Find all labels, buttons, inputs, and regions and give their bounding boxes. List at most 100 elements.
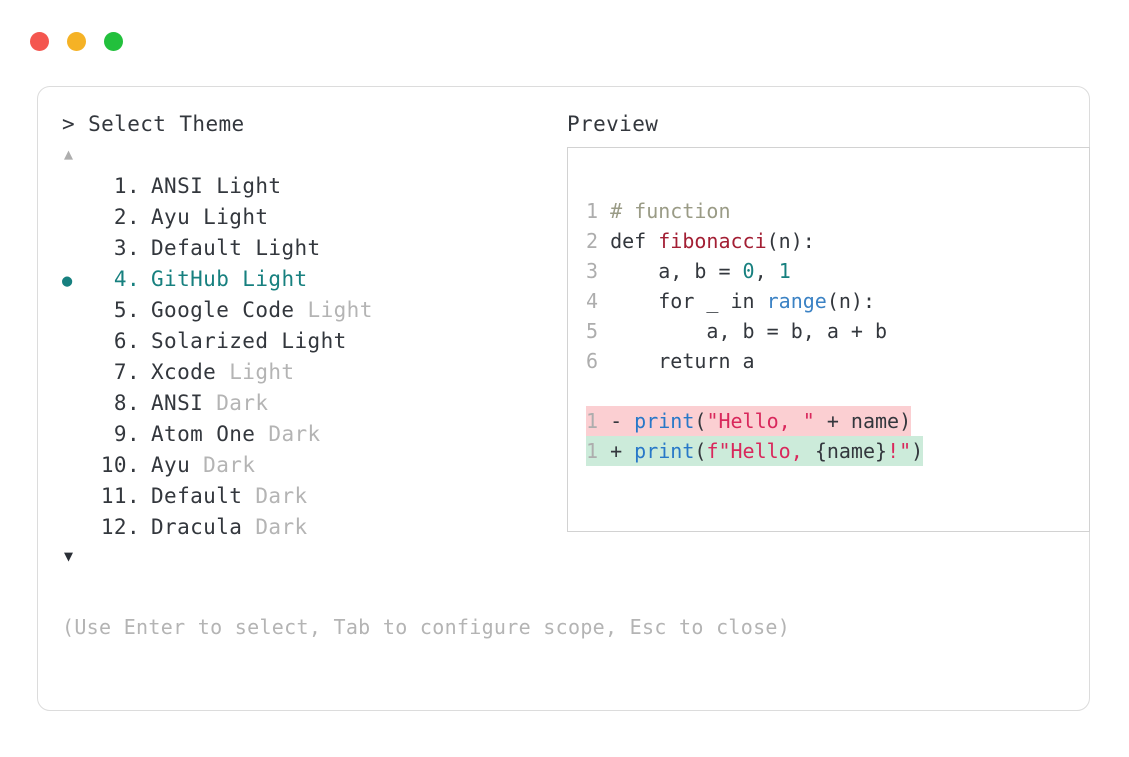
code-token-comment: # function xyxy=(598,199,731,223)
theme-item-index: 1. xyxy=(100,174,140,198)
theme-item-name: ANSI xyxy=(151,391,204,415)
theme-list: 1. ANSI Light 2. Ayu Light 3. Default Light… xyxy=(62,171,542,543)
code-token-plain: {name} xyxy=(814,439,888,463)
theme-item-variant: Light xyxy=(203,174,282,198)
page-title: > Select Theme xyxy=(62,112,245,136)
code-token-plain: ( xyxy=(694,409,707,433)
code-token-plain: (n): xyxy=(766,229,815,253)
line-number: 1 xyxy=(586,199,599,223)
code-token-plain: for _ in xyxy=(598,289,767,313)
window-traffic-lights xyxy=(30,32,123,51)
theme-list-item[interactable]: 12. Dracula Dark xyxy=(62,512,542,543)
code-token-plain: (n): xyxy=(826,289,876,313)
theme-list-item[interactable]: 6. Solarized Light xyxy=(62,326,542,357)
line-number: 6 xyxy=(586,349,599,373)
theme-item-variant: Dark xyxy=(255,422,321,446)
theme-item-name: Solarized xyxy=(151,329,269,353)
code-token-plain: a, b = b, a + b xyxy=(598,319,888,343)
code-line: 5 a, b = b, a + b xyxy=(586,316,887,346)
theme-item-name: Default xyxy=(151,236,243,260)
theme-item-variant: Light xyxy=(190,205,269,229)
line-number: 3 xyxy=(586,259,599,283)
code-token-plain: + xyxy=(598,439,635,463)
line-number: 1 xyxy=(586,439,599,463)
panel-columns: > Select Theme ▲ 1. ANSI Light 2. Ayu Ligh… xyxy=(62,111,1090,581)
theme-item-index: 8. xyxy=(100,391,140,415)
code-blank-line xyxy=(586,376,1089,406)
theme-item-index: 4. xyxy=(100,267,140,291)
maximize-button[interactable] xyxy=(104,32,123,51)
code-line: 1 # function xyxy=(586,196,731,226)
theme-item-index: 12. xyxy=(100,515,140,539)
close-button[interactable] xyxy=(30,32,49,51)
theme-item-index: 3. xyxy=(100,236,140,260)
line-number: 5 xyxy=(586,319,599,343)
code-line: 2 def fibonacci(n): xyxy=(586,226,815,256)
code-token-kw: def xyxy=(598,229,659,253)
code-token-num: 0 xyxy=(742,259,755,283)
theme-item-variant: Dark xyxy=(190,453,256,477)
scroll-down-arrow-icon[interactable]: ▼ xyxy=(64,547,74,565)
code-line: 6 return a xyxy=(586,346,755,376)
theme-item-name: Atom One xyxy=(151,422,256,446)
theme-item-index: 7. xyxy=(100,360,140,384)
code-token-str: !" xyxy=(887,439,912,463)
theme-item-variant: Light xyxy=(229,267,308,291)
theme-item-index: 11. xyxy=(100,484,140,508)
theme-item-name: Dracula xyxy=(151,515,243,539)
code-token-num: 1 xyxy=(778,259,791,283)
theme-item-variant: Light xyxy=(268,329,347,353)
scroll-up-arrow-icon[interactable]: ▲ xyxy=(64,145,74,163)
keyboard-hint: (Use Enter to select, Tab to configure s… xyxy=(62,615,791,639)
theme-item-variant: Light xyxy=(216,360,295,384)
theme-item-variant: Dark xyxy=(242,484,308,508)
theme-item-index: 2. xyxy=(100,205,140,229)
theme-item-variant: Light xyxy=(294,298,373,322)
code-line: 4 for _ in range(n): xyxy=(586,286,875,316)
theme-list-item[interactable]: 1. ANSI Light xyxy=(62,171,542,202)
theme-item-variant: Dark xyxy=(242,515,308,539)
code-line: 3 a, b = 0, 1 xyxy=(586,256,791,286)
theme-item-name: Google Code xyxy=(151,298,295,322)
minimize-button[interactable] xyxy=(67,32,86,51)
theme-selector-column: > Select Theme ▲ 1. ANSI Light 2. Ayu Ligh… xyxy=(62,111,542,567)
code-token-str: f"Hello, xyxy=(706,439,815,463)
theme-list-item[interactable]: 5. Google Code Light xyxy=(62,295,542,326)
code-token-plain: a, b = xyxy=(598,259,743,283)
code-token-str: "Hello, " xyxy=(706,409,815,433)
diff-line-del: 1 - print("Hello, " + name) xyxy=(586,406,912,436)
line-number: 1 xyxy=(586,409,599,433)
theme-list-item[interactable]: 3. Default Light xyxy=(62,233,542,264)
theme-item-index: 6. xyxy=(100,329,140,353)
theme-list-item[interactable]: 8. ANSI Dark xyxy=(62,388,542,419)
theme-item-index: 10. xyxy=(100,453,140,477)
code-token-call: print xyxy=(634,439,695,463)
theme-list-item[interactable]: ● 4.GitHub Light xyxy=(62,264,542,295)
theme-item-name: Ayu xyxy=(151,205,191,229)
code-token-plain: + name) xyxy=(814,409,912,433)
theme-picker-panel: > Select Theme ▲ 1. ANSI Light 2. Ayu Ligh… xyxy=(37,86,1090,711)
code-token-fn: fibonacci xyxy=(658,229,767,253)
code-token-plain: - xyxy=(598,409,635,433)
theme-item-index: 5. xyxy=(100,298,140,322)
code-token-plain: ) xyxy=(911,439,924,463)
theme-list-item[interactable]: 11. Default Dark xyxy=(62,481,542,512)
theme-item-name: Default xyxy=(151,484,243,508)
theme-list-item[interactable]: 2. Ayu Light xyxy=(62,202,542,233)
theme-list-item[interactable]: 7.Xcode Light xyxy=(62,357,542,388)
theme-list-item[interactable]: 10. Ayu Dark xyxy=(62,450,542,481)
code-token-call: print xyxy=(634,409,695,433)
theme-item-variant: Light xyxy=(242,236,321,260)
theme-item-variant: Dark xyxy=(203,391,269,415)
line-number: 4 xyxy=(586,289,599,313)
theme-item-name: ANSI xyxy=(151,174,204,198)
selected-bullet-icon: ● xyxy=(62,271,73,291)
diff-line-add: 1 + print(f"Hello, {name}!") xyxy=(586,436,924,466)
theme-item-index: 9. xyxy=(100,422,140,446)
line-number: 2 xyxy=(586,229,599,253)
code-token-plain: return a xyxy=(598,349,755,373)
theme-item-name: Ayu xyxy=(151,453,191,477)
theme-list-item[interactable]: 9. Atom One Dark xyxy=(62,419,542,450)
